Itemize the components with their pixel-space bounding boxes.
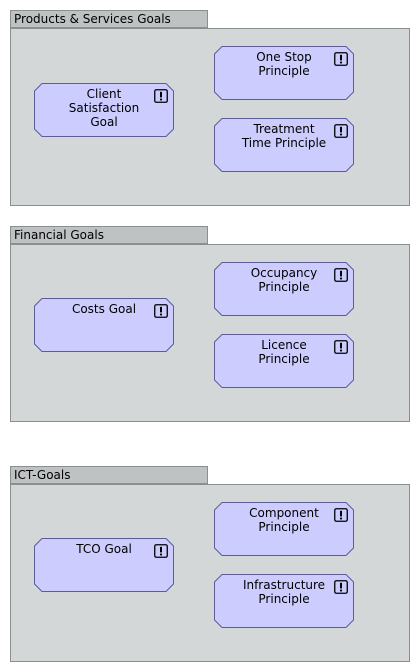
group-financial-goals[interactable]: Financial Goals Costs Goal Occupancy Pri… xyxy=(10,226,410,422)
element-shape xyxy=(214,502,354,556)
element-shape xyxy=(214,574,354,628)
goal-tco[interactable]: TCO Goal xyxy=(34,538,174,592)
group-ict-goals[interactable]: ICT-Goals TCO Goal Component Principle I… xyxy=(10,466,410,662)
principle-occupancy[interactable]: Occupancy Principle xyxy=(214,262,354,316)
principle-exclamation-icon xyxy=(154,544,168,558)
principle-exclamation-icon xyxy=(334,340,348,354)
goal-costs[interactable]: Costs Goal xyxy=(34,298,174,352)
element-shape xyxy=(214,46,354,100)
principle-exclamation-icon xyxy=(334,52,348,66)
principle-component[interactable]: Component Principle xyxy=(214,502,354,556)
principle-one-stop[interactable]: One Stop Principle xyxy=(214,46,354,100)
principle-exclamation-icon xyxy=(334,580,348,594)
group-title: Financial Goals xyxy=(10,226,208,244)
element-label: Infrastructure Principle xyxy=(242,578,326,606)
element-shape xyxy=(34,298,174,352)
group-title: Products & Services Goals xyxy=(10,10,208,28)
element-shape xyxy=(214,334,354,388)
element-label: Occupancy Principle xyxy=(250,266,318,294)
element-label: Licence Principle xyxy=(258,338,310,366)
principle-treatment-time[interactable]: Treatment Time Principle xyxy=(214,118,354,172)
principle-exclamation-icon xyxy=(334,508,348,522)
element-label: Component Principle xyxy=(249,506,319,534)
element-label: Costs Goal xyxy=(71,302,137,316)
group-products-services-goals[interactable]: Products & Services Goals Client Satisfa… xyxy=(10,10,410,206)
goal-client-satisfaction[interactable]: Client Satisfaction Goal xyxy=(34,83,174,137)
element-label: Client Satisfaction Goal xyxy=(68,87,140,129)
group-title: ICT-Goals xyxy=(10,466,208,484)
principle-exclamation-icon xyxy=(334,124,348,138)
principle-licence[interactable]: Licence Principle xyxy=(214,334,354,388)
element-shape xyxy=(214,262,354,316)
element-shape xyxy=(214,118,354,172)
element-label: TCO Goal xyxy=(76,542,132,556)
element-label: Treatment Time Principle xyxy=(241,122,327,150)
principle-exclamation-icon xyxy=(154,304,168,318)
principle-exclamation-icon xyxy=(154,89,168,103)
principle-infrastructure[interactable]: Infrastructure Principle xyxy=(214,574,354,628)
element-label: One Stop Principle xyxy=(256,50,312,78)
element-shape xyxy=(34,83,174,137)
element-shape xyxy=(34,538,174,592)
principle-exclamation-icon xyxy=(334,268,348,282)
